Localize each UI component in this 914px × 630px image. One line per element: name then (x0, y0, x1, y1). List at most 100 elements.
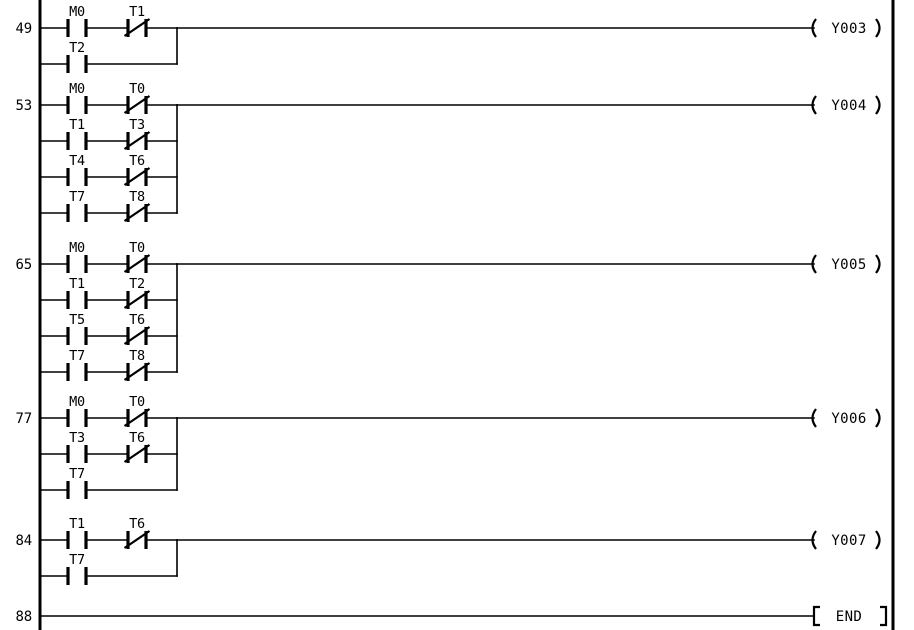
output-coil[interactable]: Y003 (811, 18, 881, 38)
contact-no[interactable]: M0 (66, 240, 88, 273)
coil-bracket-left (811, 18, 817, 38)
contact-device-label: T1 (129, 4, 145, 20)
contact-nc-slash (123, 530, 151, 549)
coil-bracket-left (811, 254, 817, 274)
contact-no[interactable]: T7 (66, 552, 88, 585)
contact-nc-slash (123, 203, 151, 222)
contact-device-label: T6 (129, 153, 145, 169)
contact-device-label: T4 (69, 153, 85, 169)
contact-device-label: T2 (129, 276, 145, 292)
contact-gap (69, 55, 85, 73)
contact-device-label: T7 (69, 348, 85, 364)
contact-no[interactable]: T3 (66, 430, 88, 463)
coil-bracket-left (811, 95, 817, 115)
contact-nc-slash (123, 18, 151, 37)
contact-device-label: T3 (69, 430, 85, 446)
coil-bracket-left (811, 530, 817, 550)
coil-bracket-right (875, 254, 881, 274)
contact-nc[interactable]: T3 (123, 117, 151, 150)
contact-no[interactable]: T7 (66, 466, 88, 499)
output-coil[interactable]: Y007 (811, 530, 881, 550)
contact-nc-slash (123, 131, 151, 150)
contact-gap (69, 132, 85, 150)
output-device-label: Y005 (831, 257, 866, 273)
instruction-bracket-right (880, 605, 888, 627)
contact-no[interactable]: T4 (66, 153, 88, 186)
contact-device-label: M0 (69, 240, 85, 256)
contact-device-label: T8 (129, 348, 145, 364)
contact-device-label: T8 (129, 189, 145, 205)
contact-nc[interactable]: T8 (123, 189, 151, 222)
contact-nc-slash (123, 408, 151, 427)
rung-step-number: 65 (16, 257, 32, 273)
contact-device-label: T5 (69, 312, 85, 328)
instruction-bracket-left (812, 605, 820, 627)
contact-nc[interactable]: T8 (123, 348, 151, 381)
contact-device-label: M0 (69, 81, 85, 97)
contact-no[interactable]: M0 (66, 81, 88, 114)
contact-device-label: T2 (69, 40, 85, 56)
contact-nc[interactable]: T0 (123, 240, 151, 273)
contact-nc[interactable]: T1 (123, 4, 151, 37)
contact-device-label: T6 (129, 516, 145, 532)
contact-no[interactable]: T5 (66, 312, 88, 345)
contact-no[interactable]: T7 (66, 189, 88, 222)
contact-nc-slash (123, 95, 151, 114)
contact-gap (69, 291, 85, 309)
contact-nc[interactable]: T6 (123, 430, 151, 463)
contact-nc-slash (123, 326, 151, 345)
contact-gap (69, 363, 85, 381)
coil-bracket-right (875, 530, 881, 550)
contact-device-label: T1 (69, 516, 85, 532)
contact-nc-slash (123, 290, 151, 309)
contact-device-label: T7 (69, 466, 85, 482)
output-coil[interactable]: Y004 (811, 95, 881, 115)
contact-gap (69, 96, 85, 114)
contact-device-label: T1 (69, 276, 85, 292)
contact-no[interactable]: T2 (66, 40, 88, 73)
contact-gap (69, 19, 85, 37)
contact-gap (69, 168, 85, 186)
contact-device-label: T1 (69, 117, 85, 133)
output-device-label: Y003 (831, 21, 866, 37)
output-device-label: END (836, 609, 863, 625)
rung-step-number: 53 (16, 98, 32, 114)
contact-no[interactable]: T1 (66, 516, 88, 549)
contact-gap (69, 531, 85, 549)
contact-nc[interactable]: T6 (123, 516, 151, 549)
coil-bracket-left (811, 408, 817, 428)
contact-no[interactable]: T1 (66, 276, 88, 309)
contact-gap (69, 255, 85, 273)
output-coil[interactable]: Y006 (811, 408, 881, 428)
rung-step-number: 84 (16, 533, 32, 549)
contact-no[interactable]: T7 (66, 348, 88, 381)
contact-nc[interactable]: T2 (123, 276, 151, 309)
output-instruction[interactable]: END (812, 605, 888, 627)
contact-gap (69, 445, 85, 463)
output-coil[interactable]: Y005 (811, 254, 881, 274)
contact-nc-slash (123, 444, 151, 463)
contact-no[interactable]: M0 (66, 394, 88, 427)
contact-device-label: T7 (69, 189, 85, 205)
rung-step-number: 77 (16, 411, 32, 427)
contact-no[interactable]: M0 (66, 4, 88, 37)
rung-step-number: 88 (16, 609, 32, 625)
contact-nc-slash (123, 254, 151, 273)
contact-nc[interactable]: T0 (123, 394, 151, 427)
contact-device-label: T0 (129, 394, 145, 410)
contact-nc[interactable]: T6 (123, 312, 151, 345)
coil-bracket-right (875, 408, 881, 428)
contact-nc[interactable]: T0 (123, 81, 151, 114)
contact-nc[interactable]: T6 (123, 153, 151, 186)
contact-no[interactable]: T1 (66, 117, 88, 150)
contact-gap (69, 409, 85, 427)
contact-nc-slash (123, 362, 151, 381)
contact-gap (69, 481, 85, 499)
